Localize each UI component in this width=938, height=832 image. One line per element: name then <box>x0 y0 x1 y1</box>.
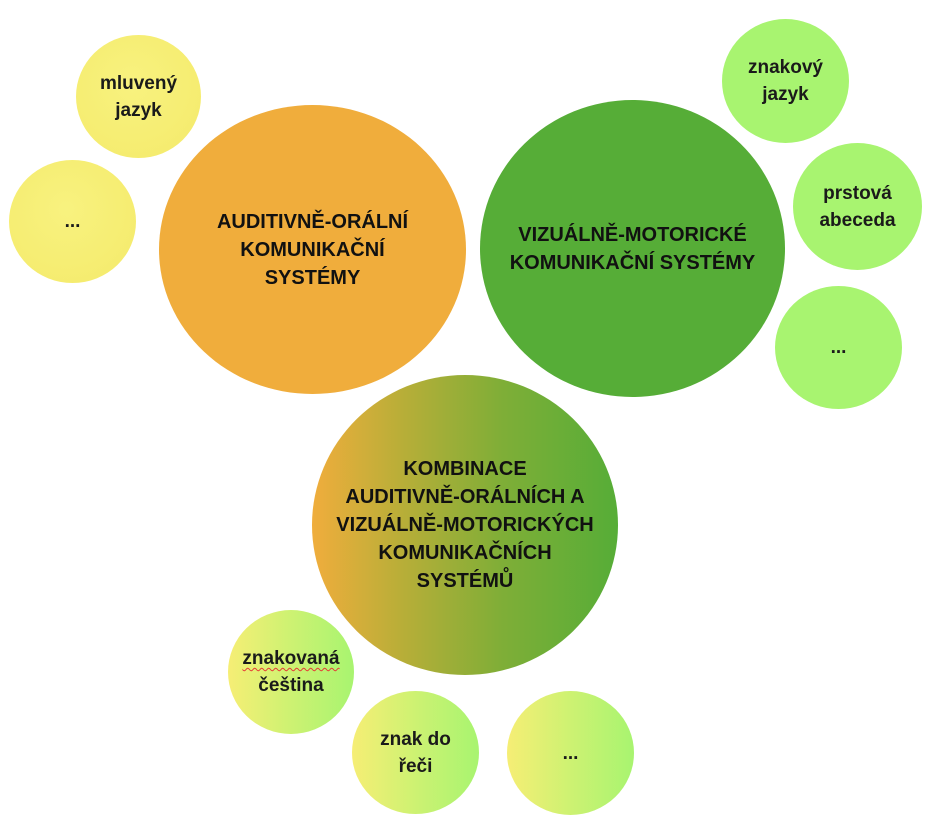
bubble-visual-more: ... <box>775 286 902 409</box>
bubble-signed-czech-line2: čeština <box>258 675 324 696</box>
bubble-spoken-language: mluvený jazyk <box>76 35 201 158</box>
bubble-sign-language-label: znakový jazyk <box>748 57 823 105</box>
circle-auditory-oral-label: AUDITIVNĚ-ORÁLNÍ KOMUNIKAČNÍ SYSTÉMY <box>216 210 409 289</box>
bubble-sign-to-speech: znak do řeči <box>352 691 479 814</box>
circle-auditory-oral-systems: AUDITIVNĚ-ORÁLNÍ KOMUNIKAČNÍ SYSTÉMY <box>159 105 466 394</box>
circle-combined-label: KOMBINACE AUDITIVNĚ-ORÁLNÍCH A VIZUÁLNĚ-… <box>336 458 594 592</box>
bubble-combined-more-label: ... <box>562 742 579 764</box>
spellcheck-word: znakovaná <box>242 648 340 669</box>
bubble-finger-alphabet-label: prstová abeceda <box>819 182 896 231</box>
bubble-auditory-more: ... <box>9 160 136 283</box>
circle-visual-motor-systems: VIZUÁLNĚ-MOTORICKÉ KOMUNIKAČNÍ SYSTÉMY <box>480 100 785 397</box>
bubble-auditory-more-label: ... <box>64 211 81 232</box>
circle-visual-motor-label: VIZUÁLNĚ-MOTORICKÉ KOMUNIKAČNÍ SYSTÉMY <box>509 223 756 274</box>
bubble-signed-czech: znakovaná čeština <box>228 610 354 734</box>
bubble-finger-alphabet: prstová abeceda <box>793 143 922 270</box>
bubble-sign-language: znakový jazyk <box>722 19 849 143</box>
bubble-sign-to-speech-label: znak do řeči <box>380 728 451 777</box>
bubble-signed-czech-label: znakovaná čeština <box>242 645 339 699</box>
circle-combined-systems: KOMBINACE AUDITIVNĚ-ORÁLNÍCH A VIZUÁLNĚ-… <box>312 375 618 675</box>
bubble-spoken-language-label: mluvený jazyk <box>99 72 178 121</box>
bubble-visual-more-label: ... <box>830 337 847 358</box>
bubble-combined-more: ... <box>507 691 634 815</box>
